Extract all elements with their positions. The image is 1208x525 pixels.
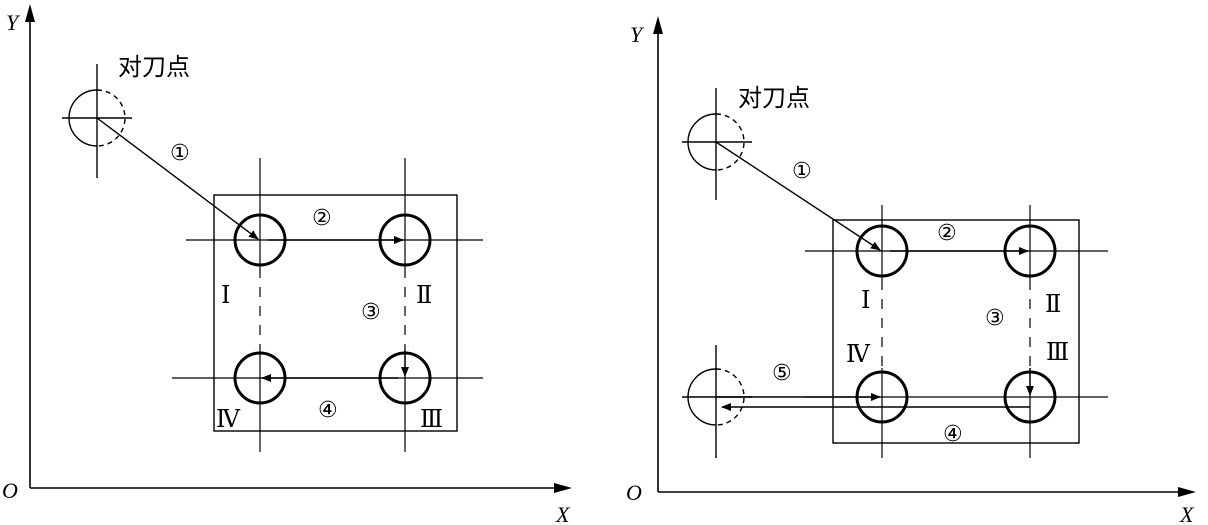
- left-holes: [233, 213, 432, 405]
- left-y-axis-label: Y: [6, 10, 21, 35]
- left-step-2-label: ②: [312, 206, 332, 231]
- right-x-axis-arrow: [1178, 487, 1196, 497]
- right-return-point: [682, 345, 752, 458]
- left-step-4-label: ④: [318, 398, 338, 423]
- right-hole-3-label: Ⅲ: [1046, 340, 1069, 366]
- right-x-axis-label: X: [1179, 502, 1195, 525]
- left-hole-2-label: Ⅱ: [416, 283, 432, 309]
- right-path-step-1: [715, 141, 881, 251]
- right-step-2-label: ②: [937, 221, 957, 246]
- left-hole-1-label: Ⅰ: [221, 283, 230, 309]
- right-hole-1-label: Ⅰ: [861, 288, 870, 314]
- left-y-axis-arrow: [25, 4, 35, 22]
- left-hole-4-label: Ⅳ: [216, 407, 241, 433]
- left-x-axis-arrow: [554, 483, 572, 493]
- right-diagram: Y X O 对刀点: [626, 16, 1196, 525]
- right-toolpath: [715, 141, 1034, 411]
- right-step-4-label: ④: [943, 422, 963, 447]
- right-tool-point-label: 对刀点: [738, 84, 810, 112]
- right-workpiece: [832, 219, 1080, 444]
- left-origin-label: O: [2, 478, 18, 503]
- left-axes: [25, 4, 572, 493]
- right-y-axis-label: Y: [630, 22, 645, 47]
- left-toolpath: [96, 117, 409, 382]
- left-diagram: Y X O 对刀点: [2, 4, 572, 525]
- left-step-3-label: ③: [361, 300, 381, 325]
- right-origin-label: O: [626, 480, 642, 505]
- right-holes: [855, 224, 1057, 424]
- right-step-3-label: ③: [985, 306, 1005, 331]
- left-path-step-1: [96, 117, 259, 240]
- left-tool-setting-point: [62, 64, 132, 178]
- left-step-1-label: ①: [170, 141, 190, 166]
- left-hole-3-label: Ⅲ: [420, 407, 443, 433]
- right-step-1-label: ①: [792, 159, 812, 184]
- left-workpiece: [213, 194, 458, 432]
- left-tool-circle-dashed: [96, 89, 126, 147]
- right-step-5-label: ⑤: [772, 361, 792, 386]
- right-tool-circle-dashed: [715, 113, 745, 171]
- right-y-axis-arrow: [653, 16, 663, 34]
- left-tool-point-label: 对刀点: [118, 53, 190, 81]
- right-hole-2-label: Ⅱ: [1045, 292, 1061, 318]
- left-x-axis-label: X: [555, 502, 571, 525]
- right-return-circle-dashed: [715, 368, 745, 426]
- right-axes: [653, 16, 1196, 497]
- right-hole-4-label: Ⅳ: [846, 342, 871, 368]
